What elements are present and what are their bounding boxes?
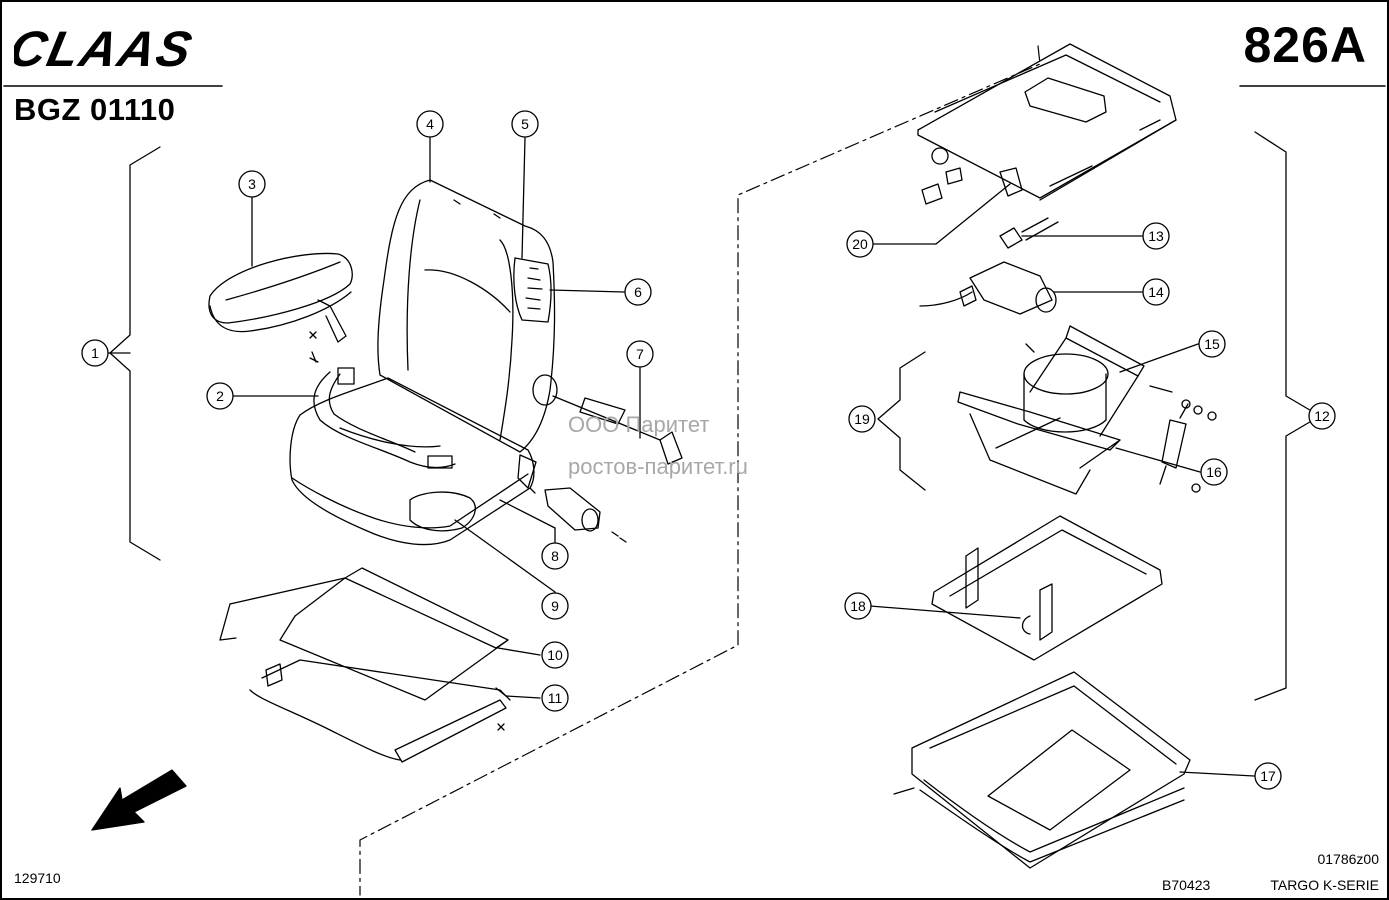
group-boundary-line <box>359 45 1041 896</box>
callout-10: 10 <box>541 641 569 669</box>
callout-label: 18 <box>850 598 866 614</box>
callout-2: 2 <box>206 382 234 410</box>
footer-sheet-code: B70423 <box>1162 877 1211 893</box>
callout-14: 14 <box>1142 278 1170 306</box>
scissor-frame-part <box>957 325 1173 495</box>
watermark-line1: ООО Паритет <box>568 412 710 437</box>
callout-label: 4 <box>426 116 434 132</box>
seat-belt-part <box>309 351 456 469</box>
callout-label: 11 <box>548 690 563 706</box>
footer-series: TARGO K-SERIE <box>1270 877 1379 893</box>
suspension-top-plate-part <box>917 43 1177 205</box>
callout-20: 20 <box>846 230 874 258</box>
watermark-line2: ростов-паритет.ru <box>568 454 748 479</box>
callout-label: 17 <box>1260 768 1276 784</box>
callout-9: 9 <box>541 592 569 620</box>
callout-5: 5 <box>511 110 539 138</box>
callout-label: 6 <box>634 284 642 300</box>
callout-4: 4 <box>416 110 444 138</box>
callout-15: 15 <box>1198 330 1226 358</box>
callout-label: 8 <box>551 548 559 564</box>
footer-left-code: 129710 <box>14 870 61 886</box>
armrest-part <box>208 252 353 343</box>
callout-6: 6 <box>624 278 652 306</box>
callout-17: 17 <box>1254 762 1282 790</box>
callout-12: 12 <box>1308 402 1336 430</box>
seat-backrest-part <box>377 179 558 453</box>
callout-label: 5 <box>521 116 529 132</box>
footer-drawing-number: 01786z00 <box>1317 851 1379 867</box>
callout-label: 3 <box>248 176 256 192</box>
callout-13: 13 <box>1142 222 1170 250</box>
base-plate-part <box>219 567 509 701</box>
claas-logo: CLAAS <box>14 22 198 74</box>
callout-label: 12 <box>1314 408 1330 424</box>
heater-switch-part <box>517 454 627 543</box>
callout-16: 16 <box>1200 458 1228 486</box>
callout-label: 15 <box>1204 336 1220 352</box>
arrow-down-left-icon <box>91 769 187 831</box>
callout-label: 14 <box>1148 284 1164 300</box>
callout-label: 7 <box>636 346 644 362</box>
adjust-lever-part <box>552 395 683 465</box>
shock-absorber-part <box>1159 399 1217 493</box>
connector-part <box>999 217 1059 249</box>
callout-8: 8 <box>541 542 569 570</box>
page-number: 826A <box>1243 17 1367 73</box>
callout-11: 11 <box>541 684 569 712</box>
seat-pad-part <box>409 491 476 532</box>
bracket-19 <box>877 351 926 491</box>
callout-label: 16 <box>1206 464 1222 480</box>
lumbar-support-part <box>513 257 552 323</box>
callout-19: 19 <box>848 405 876 433</box>
compressor-part <box>919 261 1057 315</box>
callout-18: 18 <box>844 592 872 620</box>
slide-rails-part <box>249 659 511 763</box>
callout-label: 1 <box>91 345 99 361</box>
svg-text:CLAAS: CLAAS <box>14 22 198 74</box>
callout-label: 20 <box>852 236 868 252</box>
callout-label: 10 <box>547 647 563 663</box>
callout-3: 3 <box>238 170 266 198</box>
callout-label: 13 <box>1148 228 1164 244</box>
callout-7: 7 <box>626 340 654 368</box>
callout-label: 19 <box>854 411 870 427</box>
bellows-part <box>893 671 1191 869</box>
lower-frame-part <box>931 515 1163 661</box>
leader-lines <box>106 137 1255 777</box>
callout-1: 1 <box>81 339 109 367</box>
seat-cushion-part <box>289 377 535 546</box>
catalog-code: BGZ 01110 <box>14 92 176 127</box>
callout-label: 9 <box>551 598 559 614</box>
callout-label: 2 <box>216 388 224 404</box>
